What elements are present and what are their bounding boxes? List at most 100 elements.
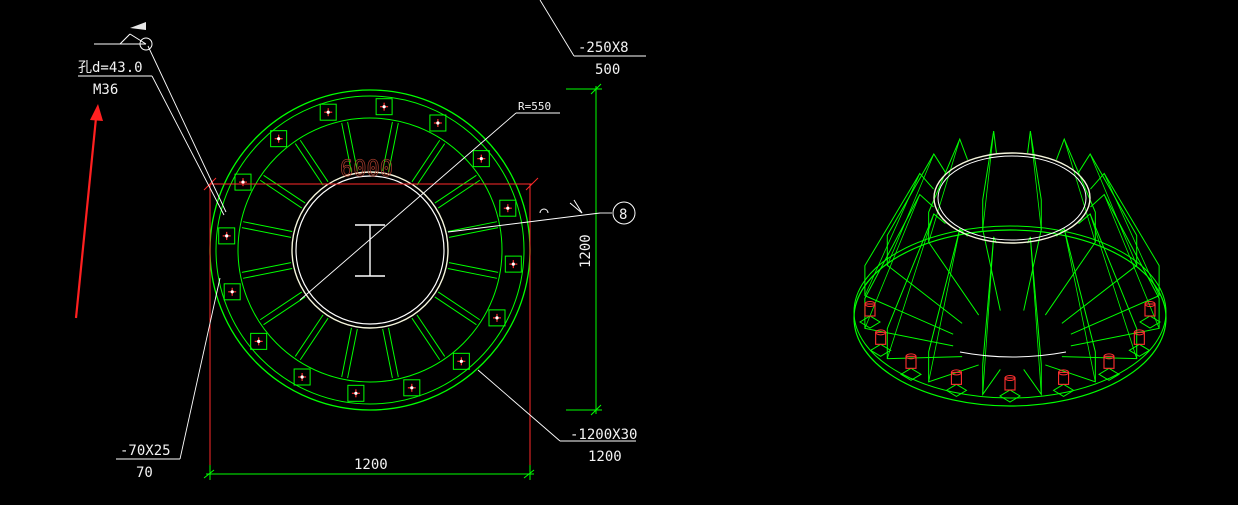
iso-fin-edge	[864, 194, 921, 329]
bolt-center	[241, 180, 245, 184]
iso-fin-edge	[1089, 153, 1138, 266]
anchor-bolts	[218, 98, 522, 402]
bolt-washer	[452, 352, 470, 370]
bolt-washer	[250, 332, 268, 350]
iso-fin-edge	[1089, 213, 1138, 359]
bolt-washer	[293, 368, 311, 386]
stiffener-ring	[237, 117, 503, 383]
iso-washer	[1139, 315, 1161, 329]
base-plate-label: -1200X30	[570, 427, 637, 443]
bolt-center	[436, 121, 440, 125]
iso-nut	[905, 355, 917, 369]
iso-fin	[886, 153, 963, 324]
iso-fin	[1045, 227, 1096, 383]
iso-anchor-bolt	[945, 369, 968, 397]
iso-fin	[864, 172, 954, 335]
iso-column-base-curve	[959, 351, 1067, 358]
radial-stiffener	[448, 262, 499, 273]
iso-fin-edge	[928, 228, 961, 382]
iso-fin	[1061, 153, 1138, 324]
iso-washer	[1098, 367, 1120, 381]
bolt-center	[382, 105, 386, 109]
radial-stiffeners	[241, 121, 499, 379]
radial-stiffener	[242, 221, 293, 232]
base-plate-inner-outline	[215, 95, 525, 405]
anchor-bolt	[499, 199, 517, 217]
iso-fin-edge	[1103, 173, 1160, 296]
iso-base-plate-top	[853, 225, 1167, 399]
radial-stiffener	[259, 179, 303, 209]
vertical-dimension-text: 1200	[578, 234, 594, 268]
iso-anchor-bolt	[859, 301, 881, 329]
base-plan-view: 6000 1200 1200	[78, 0, 646, 481]
radial-stiffener	[294, 143, 324, 186]
radial-stiffener	[411, 317, 441, 361]
iso-anchor-bolts	[859, 301, 1161, 403]
weld-callout-number: 8	[619, 207, 627, 223]
radial-stiffener	[263, 296, 306, 326]
radial-stiffener	[299, 317, 329, 361]
anchor-bolt	[429, 114, 447, 132]
iso-fin-edge	[982, 130, 995, 230]
iso-nut-top	[1004, 375, 1016, 381]
bolt-center	[495, 316, 499, 320]
iso-fin-edge	[886, 153, 935, 266]
anchor-bolt	[375, 98, 393, 116]
iso-nut-top	[1133, 329, 1145, 336]
anchor-bolt	[472, 150, 490, 168]
radial-stiffener	[388, 327, 399, 378]
iso-nut-top	[1144, 301, 1156, 307]
radial-stiffener	[299, 139, 329, 183]
iso-washer	[1052, 383, 1075, 397]
red-annotation-arrow	[74, 104, 103, 319]
anchor-bolt	[403, 379, 421, 397]
iso-nut	[1004, 377, 1016, 391]
iso-fin	[1061, 213, 1138, 360]
iso-fin-edge	[864, 173, 921, 296]
iso-anchor-bolt	[900, 353, 922, 381]
radial-stiffener	[416, 314, 446, 357]
bolt-washer	[234, 173, 252, 191]
bolt-size-label: M36	[93, 82, 118, 98]
bolt-center	[354, 391, 358, 395]
horizontal-dimension-text: 1200	[354, 457, 388, 473]
iso-washer	[869, 343, 892, 357]
isometric-base-view	[853, 130, 1167, 407]
iso-nut	[950, 371, 962, 385]
anchor-bolt	[293, 368, 311, 386]
iso-stiffener-fins	[864, 130, 1160, 396]
iso-washer	[999, 389, 1021, 403]
iso-nut	[1058, 371, 1070, 385]
iso-nut	[1133, 331, 1145, 345]
bolt-center	[326, 110, 330, 114]
column-outline	[291, 171, 449, 329]
radial-stiffener	[382, 328, 393, 379]
anchor-bolt	[218, 227, 236, 245]
bolt-washer	[223, 283, 241, 301]
iso-nut-top	[864, 301, 876, 307]
radial-stiffener	[447, 268, 498, 279]
i-section-symbol	[355, 224, 385, 277]
anchor-bolt	[234, 173, 252, 191]
radial-stiffener	[411, 139, 441, 183]
radial-stiffener	[416, 143, 446, 186]
bolt-center	[230, 290, 234, 294]
flag-symbol	[94, 22, 153, 51]
iso-column-top-inner	[937, 155, 1087, 241]
iso-fin	[886, 213, 963, 360]
radial-stiffener	[241, 227, 292, 238]
bolt-center	[459, 359, 463, 363]
stiffener-length: 70	[136, 465, 153, 481]
iso-nut	[875, 331, 887, 345]
vertical-dimension-line	[566, 83, 602, 416]
bolt-washer	[375, 98, 393, 116]
iso-fin-edge	[1063, 228, 1096, 382]
iso-nut-top	[875, 329, 887, 336]
radial-stiffener	[347, 121, 358, 172]
bolt-washer	[218, 227, 236, 245]
iso-fin-edge	[928, 138, 961, 243]
iso-fin	[928, 227, 979, 383]
bolt-center	[410, 386, 414, 390]
anchor-bolt	[347, 384, 365, 402]
